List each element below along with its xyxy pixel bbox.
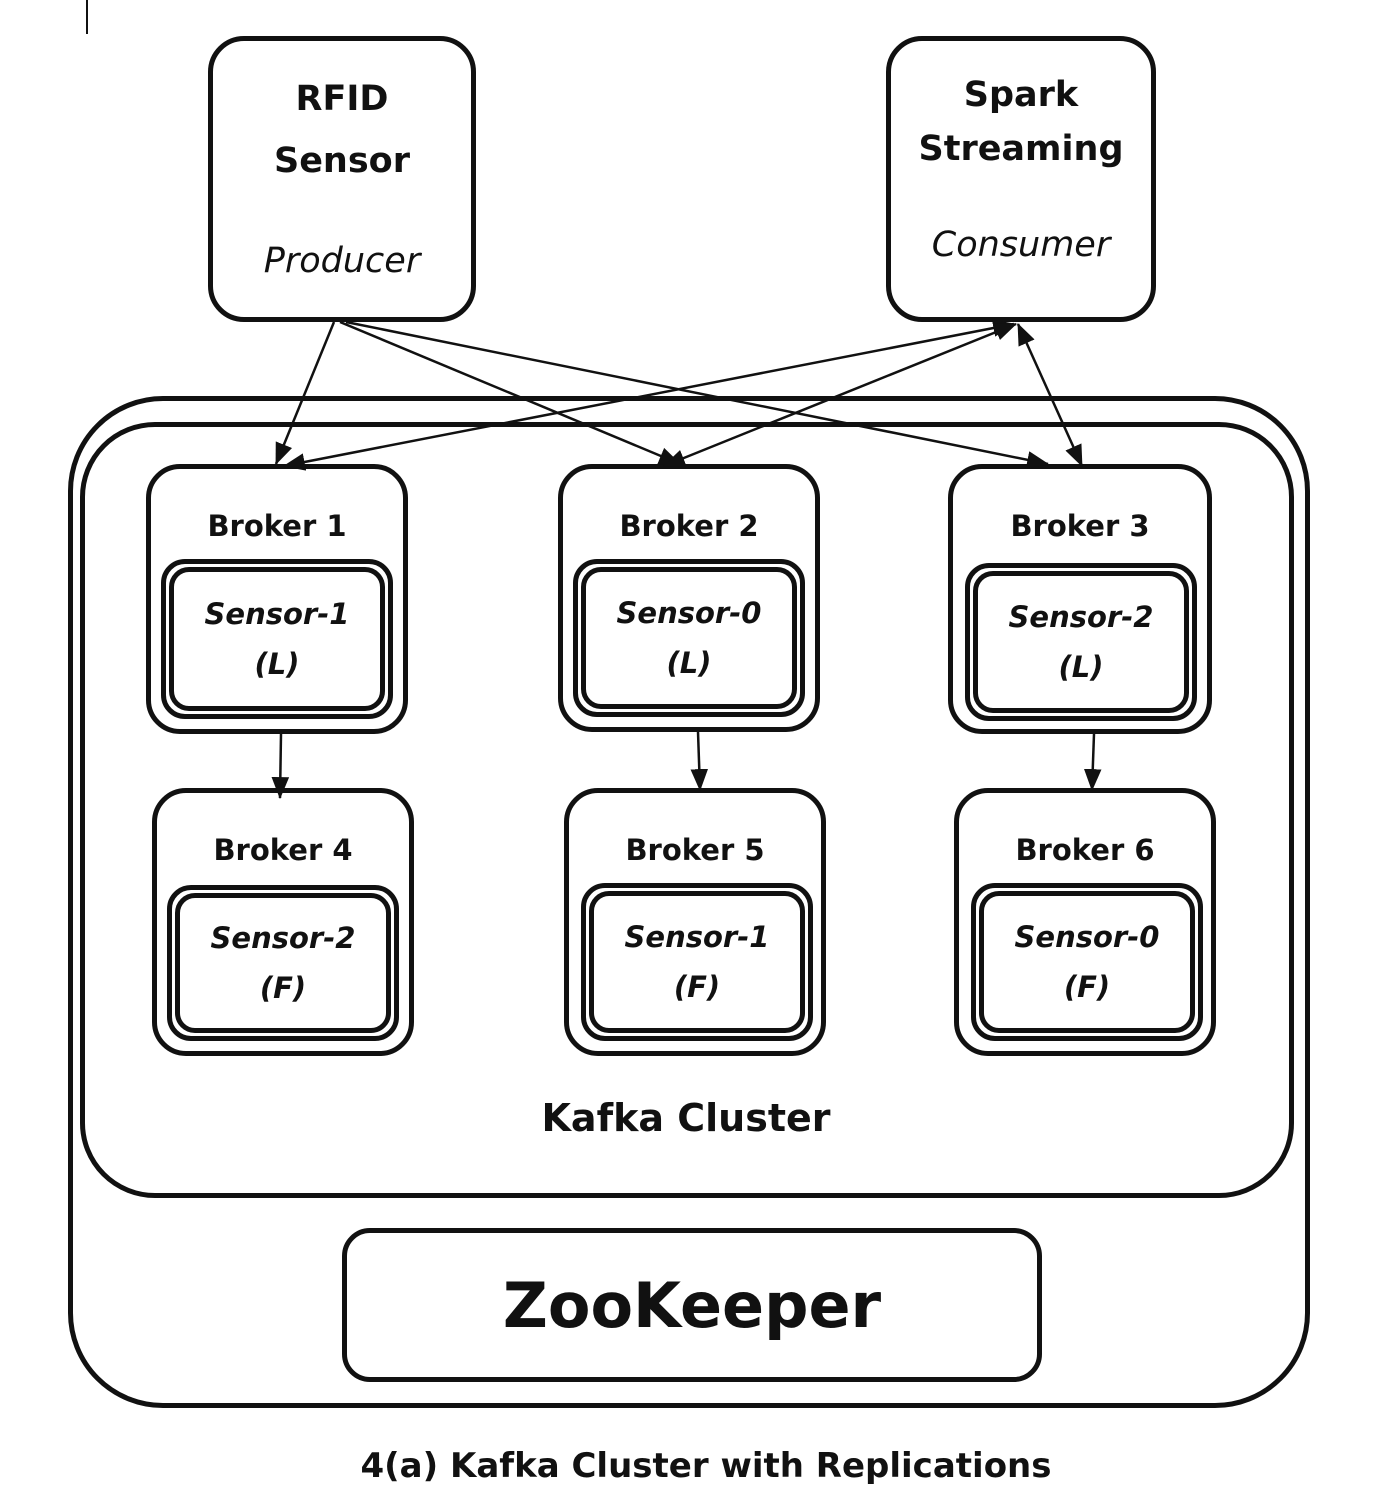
consumer-name-line2: Streaming [918,129,1124,169]
broker-1[interactable]: Broker 1 Sensor-1 (L) [146,464,408,734]
broker-3-role: (L) [1058,650,1104,684]
edge-producer-broker-3 [345,320,1050,469]
edge-broker-1-broker-4 [271,733,290,800]
edge-producer-broker-1 [274,321,336,466]
broker-6-partition-frame [971,883,1203,1041]
broker-3-topic: Sensor-2 [1008,600,1154,634]
broker-1-partition-frame [161,559,393,719]
broker-1-topic: Sensor-1 [204,597,350,631]
broker-2[interactable]: Broker 2 Sensor-0 (L) [558,464,820,732]
zookeeper-node[interactable]: ZooKeeper [342,1228,1042,1382]
broker-2-role: (L) [666,646,712,680]
broker-3-partition[interactable]: Sensor-2 (L) [973,571,1189,713]
broker-6-role: (F) [1063,970,1111,1004]
broker-4-name: Broker 4 [213,833,353,867]
edge-producer-broker-2 [339,320,682,466]
broker-1-partition[interactable]: Sensor-1 (L) [169,567,385,711]
broker-4-partition-frame [167,885,399,1041]
broker-4[interactable]: Broker 4 Sensor-2 (F) [152,788,414,1056]
broker-3-partition-frame [965,563,1197,721]
consumer-node[interactable]: Spark Streaming Consumer [886,36,1156,322]
broker-2-partition[interactable]: Sensor-0 (L) [581,567,797,709]
edge-consumer-broker-2 [662,322,1018,468]
edge-broker-2-broker-5 [690,731,709,792]
broker-4-role: (F) [259,971,307,1005]
broker-4-partition[interactable]: Sensor-2 (F) [175,893,391,1033]
broker-2-partition-frame [573,559,805,717]
edge-broker-3-broker-6 [1083,733,1102,792]
kafka-cluster-label: Kafka Cluster [541,1096,831,1140]
broker-6-partition[interactable]: Sensor-0 (F) [979,891,1195,1033]
zookeeper-label: ZooKeeper [502,1268,882,1342]
producer-node[interactable]: RFID Sensor Producer [208,36,476,322]
consumer-role: Consumer [931,225,1111,265]
broker-1-name: Broker 1 [207,509,347,543]
consumer-name-line1: Spark [963,75,1079,115]
figure-caption: 4(a) Kafka Cluster with Replications [360,1446,1052,1486]
text-cursor [86,0,88,34]
broker-5-topic: Sensor-1 [624,920,770,954]
broker-4-topic: Sensor-2 [210,921,356,955]
producer-name-line1: RFID [295,79,389,119]
broker-6-topic: Sensor-0 [1014,920,1160,954]
broker-2-name: Broker 2 [619,509,759,543]
broker-3-name: Broker 3 [1010,509,1150,543]
broker-5-partition[interactable]: Sensor-1 (F) [589,891,805,1033]
broker-6[interactable]: Broker 6 Sensor-0 (F) [954,788,1216,1056]
producer-name-line2: Sensor [273,141,410,181]
producer-role: Producer [263,241,421,281]
edge-consumer-broker-3 [1016,322,1084,468]
broker-5-role: (F) [673,970,721,1004]
broker-1-role: (L) [254,647,300,681]
broker-6-name: Broker 6 [1015,833,1155,867]
broker-5-name: Broker 5 [625,833,765,867]
broker-3[interactable]: Broker 3 Sensor-2 (L) [948,464,1212,734]
broker-5-partition-frame [581,883,813,1041]
broker-2-topic: Sensor-0 [616,596,762,630]
